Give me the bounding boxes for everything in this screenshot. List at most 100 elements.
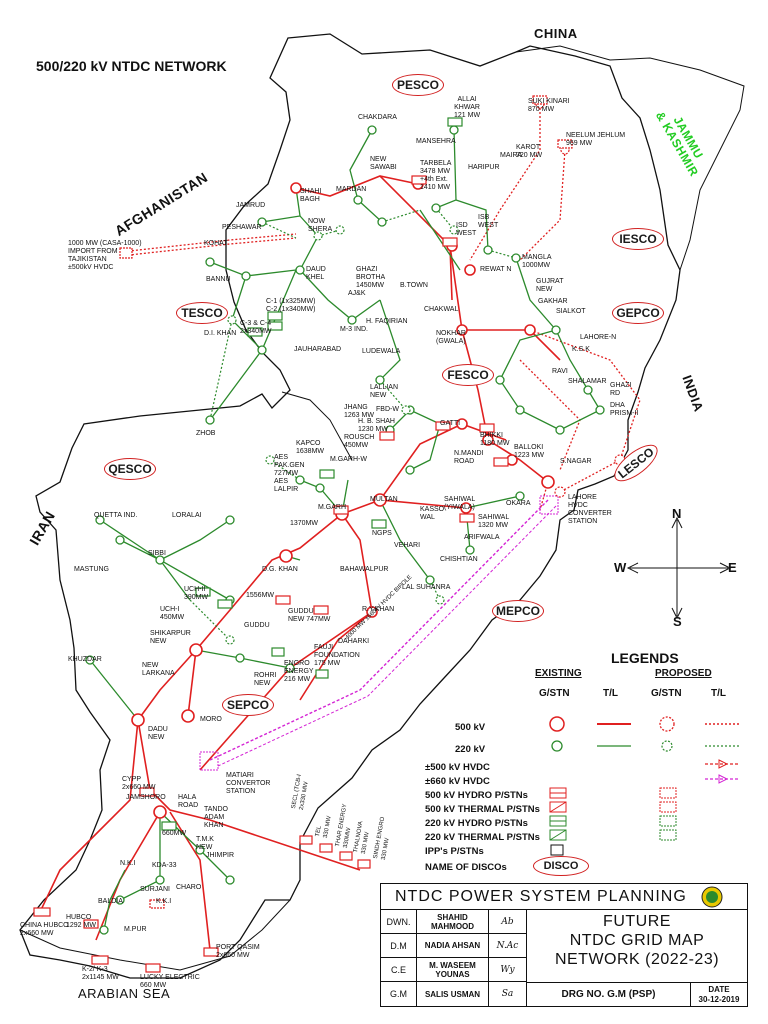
station-bahawalpur: BAHAWALPUR bbox=[340, 566, 389, 573]
legend-row-disco: NAME OF DISCOs bbox=[425, 862, 507, 873]
station-kapco: KAPCO 1638MW bbox=[296, 440, 325, 455]
legend-row-ipp: IPP's P/STNs bbox=[425, 846, 484, 857]
station-charo: CHARO bbox=[176, 884, 202, 891]
station-newlarkana: NEW LARKANA bbox=[142, 662, 175, 677]
station-ravi: RAVI bbox=[552, 368, 568, 375]
station-khuzdar: KHUZDAR bbox=[68, 656, 102, 663]
station-multan: MULTAN bbox=[370, 496, 398, 503]
disco-iesco: IESCO bbox=[612, 228, 664, 250]
station-mpur: M.PUR bbox=[124, 926, 147, 933]
station-m3ind: M-3 IND. bbox=[340, 326, 368, 333]
compass-w: W bbox=[614, 560, 627, 575]
sea-label: ARABIAN SEA bbox=[78, 986, 171, 1001]
station-baldia: BALDIA bbox=[98, 898, 123, 905]
tb-drawing-number: DRG NO. G.M (PSP) bbox=[527, 982, 691, 1006]
station-shahibagh: SHAHI BAGH bbox=[300, 188, 322, 203]
station-uch2: UCH-II 390MW bbox=[184, 586, 209, 601]
station-shikarpur: SHIKARPUR NEW bbox=[150, 630, 191, 645]
station-gatti: GATTI bbox=[440, 420, 461, 427]
tb-date-value: 30-12-2019 bbox=[698, 995, 740, 1004]
station-lahoreiv: LAHORE-N bbox=[580, 334, 617, 341]
disco-qesco: QESCO bbox=[104, 458, 156, 480]
station-mastung: MASTUNG bbox=[74, 566, 109, 573]
station-kki: K.K.I bbox=[156, 898, 172, 905]
station-karot: KAROT 720 MW bbox=[516, 144, 543, 159]
disco-sepco: SEPCO bbox=[222, 694, 274, 716]
disco-fesco: FESCO bbox=[442, 364, 494, 386]
tb-sig-gm: Sa bbox=[489, 982, 527, 1006]
disco-pesco: PESCO bbox=[392, 74, 444, 96]
station-nowshera: NOW SHERA bbox=[308, 218, 333, 233]
lines-220kv-proposed bbox=[189, 207, 517, 641]
legend-tl-existing: T/L bbox=[603, 688, 618, 699]
station-haripur: HARIPUR bbox=[468, 164, 500, 171]
station-lucky: LUCKY ELECTRIC 660 MW bbox=[140, 974, 200, 989]
legend-row-500thermal: 500 kV THERMAL P/STNs bbox=[425, 804, 540, 815]
tb-date-label: DATE bbox=[708, 985, 730, 994]
station-loralai: LORALAI bbox=[172, 512, 202, 519]
country-label-china: CHINA bbox=[534, 26, 578, 41]
station-chinahubco: CHINA HUBCO 2x660 MW bbox=[20, 922, 69, 937]
station-arifwala: ARIFWALA bbox=[464, 534, 500, 541]
station-okara: OKARA bbox=[506, 500, 531, 507]
compass-s: S bbox=[673, 614, 682, 629]
compass-e: E bbox=[728, 560, 737, 575]
power-plants bbox=[33, 95, 573, 973]
station-snagar: S.NAGAR bbox=[560, 458, 592, 465]
station-hubco: HUBCO 1292 MW bbox=[66, 914, 96, 929]
station-guddunew: GUDDU NEW 747MW bbox=[288, 608, 331, 623]
legend-disco-sample: DISCO bbox=[533, 856, 589, 876]
ntdc-logo-icon bbox=[701, 886, 723, 907]
compass-n: N bbox=[672, 506, 682, 521]
legend-row-220hydro: 220 kV HYDRO P/STNs bbox=[425, 818, 528, 829]
station-maira: MAIRA bbox=[500, 152, 523, 159]
disco-gepco: GEPCO bbox=[612, 302, 664, 324]
tb-date: DATE 30-12-2019 bbox=[691, 982, 747, 1006]
station-bhikki: BHIKKI 1180 MW bbox=[480, 432, 510, 447]
station-kohat: KOHAT bbox=[204, 240, 228, 247]
station-hbshah: H. B. SHAH 1230 MW bbox=[358, 418, 395, 433]
legend-gstn-proposed: G/STN bbox=[651, 688, 682, 699]
station-shalamar: SHALAMAR bbox=[568, 378, 607, 385]
station-mansehra: MANSEHRA bbox=[416, 138, 456, 145]
hvdc-660-line-2 bbox=[217, 505, 557, 767]
station-moro: MORO bbox=[200, 716, 222, 723]
station-isb: ISB WEST bbox=[478, 214, 499, 229]
station-sahiwal2: SAHIWAL 1320 MW bbox=[478, 514, 510, 529]
legend-row-hvdc500: ±500 kV HVDC bbox=[425, 762, 490, 773]
station-bannu: BANNU bbox=[206, 276, 231, 283]
tb-name-ce: M. WASEEM YOUNAS bbox=[417, 958, 489, 982]
station-kda33: KDA-33 bbox=[152, 862, 177, 869]
station-jhimpir: JHIMPIR bbox=[206, 852, 234, 859]
station-rohri: ROHRI NEW bbox=[254, 672, 277, 687]
station-mgarh: M.GARH-W bbox=[330, 456, 367, 463]
station-peshawar: PESHAWAR bbox=[222, 224, 262, 231]
station-matiari: MATIARI CONVERTOR STATION bbox=[226, 772, 271, 795]
compass-arrows bbox=[626, 516, 732, 620]
station-btown: B.TOWN bbox=[400, 282, 428, 289]
disco-mepco: MEPCO bbox=[492, 600, 544, 622]
station-jamshoro: JAMSHORO bbox=[126, 794, 166, 801]
station-quettaind: QUETTA IND. bbox=[94, 512, 138, 519]
station-suki: SUKI KINARI 870 MW bbox=[528, 98, 570, 113]
station-fauji: FAUJI FOUNDATION 175 MW bbox=[314, 644, 360, 667]
legend-row-220thermal: 220 kV THERMAL P/STNs bbox=[425, 832, 540, 843]
legend-tl-proposed: T/L bbox=[711, 688, 726, 699]
legend-row-500kv: 500 kV bbox=[455, 722, 486, 733]
station-chakdara: CHAKDARA bbox=[358, 114, 397, 121]
station-daudkhel: DAUD KHEL bbox=[306, 266, 326, 281]
station-mangla: MANGLA 1000MW bbox=[522, 254, 552, 269]
station-allai: ALLAI KHWAR 121 MW bbox=[454, 96, 481, 119]
tb-role-ce: C.E bbox=[381, 958, 417, 982]
map-title: 500/220 kV NTDC NETWORK bbox=[36, 58, 227, 74]
station-rousch: ROUSCH 450MW bbox=[344, 434, 375, 449]
station-tmk: T.M.K NEW bbox=[196, 836, 214, 851]
station-nmandi: N.MANDI ROAD bbox=[454, 450, 484, 465]
title-block-header: NTDC POWER SYSTEM PLANNING bbox=[381, 884, 747, 910]
station-chakwal: CHAKWAL bbox=[424, 306, 459, 313]
station-c34: C-3 & C-4 2x340MW bbox=[240, 320, 272, 335]
station-mgarh2: M.GARH bbox=[318, 504, 346, 511]
tb-role-dwn: DWN. bbox=[381, 910, 417, 934]
tb-role-gm: G.M bbox=[381, 982, 417, 1006]
